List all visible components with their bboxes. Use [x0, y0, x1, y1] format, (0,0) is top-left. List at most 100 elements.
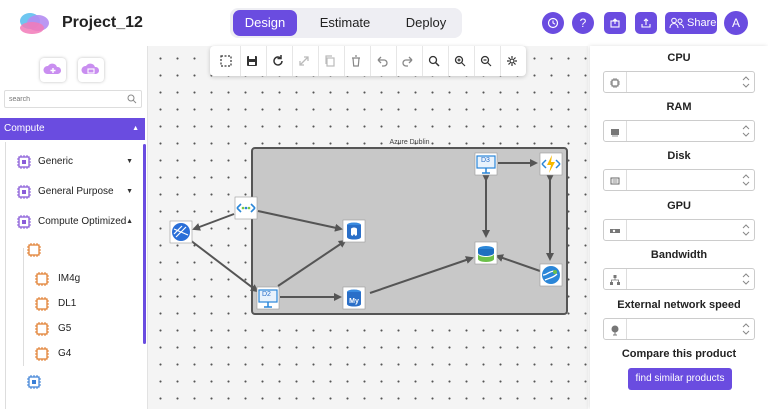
- vm-node-d2-icon[interactable]: [256, 286, 280, 310]
- disk-input[interactable]: [630, 172, 730, 188]
- orange-chip-icon: [35, 297, 49, 311]
- ram-input[interactable]: [630, 123, 730, 139]
- export-icon: [641, 18, 651, 28]
- specs-panel: CPU RAM Disk GPU Bandwidth External netw…: [590, 46, 768, 409]
- toolbar-divider: [474, 46, 475, 76]
- zoom-out-icon[interactable]: [476, 51, 496, 71]
- save-icon[interactable]: [242, 51, 262, 71]
- storage-node-icon[interactable]: [474, 241, 498, 265]
- tab-estimate[interactable]: Estimate: [319, 15, 371, 30]
- orange-chip-icon: [27, 243, 41, 257]
- gpu-input[interactable]: [630, 222, 730, 238]
- toolbar-divider: [370, 46, 371, 76]
- field-divider: [626, 170, 627, 190]
- load-balancer-icon[interactable]: [234, 196, 258, 220]
- mysql-node-icon[interactable]: My: [342, 286, 366, 310]
- toolbar-divider: [448, 46, 449, 76]
- select-icon[interactable]: [216, 51, 236, 71]
- search-box: [4, 90, 142, 108]
- avatar[interactable]: A: [724, 11, 748, 35]
- sidebar-sub-item-im4g[interactable]: IM4g: [34, 269, 134, 289]
- toolbar-divider: [318, 46, 319, 76]
- function-node-icon[interactable]: [539, 152, 563, 176]
- sidebar-item-generic[interactable]: Generic ▼: [16, 152, 141, 172]
- cloud-deploy-button[interactable]: [604, 12, 626, 34]
- sidebar-item-compute-optimized[interactable]: Compute Optimized ▲: [16, 212, 141, 232]
- stepper-icon[interactable]: [742, 75, 750, 89]
- add-cloud-button[interactable]: [40, 58, 66, 82]
- spec-label-external-network-speed: External network speed: [617, 299, 741, 311]
- category-compute[interactable]: Compute ▲: [0, 118, 145, 140]
- stepper-icon[interactable]: [742, 173, 750, 187]
- bandwidth-input[interactable]: [630, 271, 730, 287]
- cloud-basket-button[interactable]: [78, 58, 104, 82]
- delete-icon[interactable]: [346, 51, 366, 71]
- search-icon[interactable]: [127, 94, 137, 104]
- sidebar-sub-item-unlabeled[interactable]: [26, 240, 126, 260]
- disk-icon: [610, 177, 620, 185]
- sidebar-sub-item-label: G4: [58, 348, 72, 359]
- canvas-toolbar: [210, 46, 526, 76]
- globe-node-icon[interactable]: [169, 220, 193, 244]
- search-input[interactable]: [9, 93, 119, 106]
- expand-icon[interactable]: [294, 51, 314, 71]
- toolbar-divider: [240, 46, 241, 76]
- sidebar-item-general-purpose[interactable]: General Purpose ▼: [16, 182, 141, 202]
- history-icon: [547, 17, 559, 29]
- cpu-field-wrap: [603, 71, 755, 93]
- find-similar-button[interactable]: find similar products: [628, 368, 732, 390]
- refresh-icon[interactable]: [268, 51, 288, 71]
- history-button[interactable]: [542, 12, 564, 34]
- gpu-field-wrap: [603, 219, 755, 241]
- help-icon: ?: [579, 16, 587, 30]
- sidebar-item-next-category[interactable]: [26, 372, 126, 392]
- globe-icon: [611, 325, 619, 336]
- zoom-in-icon[interactable]: [450, 51, 470, 71]
- redo-icon[interactable]: [398, 51, 418, 71]
- cloud-deploy-icon: [610, 18, 620, 28]
- share-button[interactable]: Share: [665, 12, 717, 34]
- toolbar-divider: [422, 46, 423, 76]
- tab-design[interactable]: Design: [233, 10, 297, 36]
- app-logo-icon: [20, 13, 49, 34]
- sidebar-sub-item-dl1[interactable]: DL1: [34, 294, 134, 314]
- export-button[interactable]: [635, 12, 657, 34]
- spec-label-ram: RAM: [666, 101, 692, 113]
- settings-icon[interactable]: [502, 51, 522, 71]
- disk-field-wrap: [603, 169, 755, 191]
- cpu-input[interactable]: [630, 74, 730, 90]
- cdn-globe-node-icon[interactable]: [539, 263, 563, 287]
- region-azure-dublin[interactable]: Azure Dublin: [251, 139, 568, 315]
- top-bar: Project_12 Design Estimate Deploy ? Shar…: [0, 0, 768, 46]
- undo-icon[interactable]: [372, 51, 392, 71]
- ram-field-wrap: [603, 120, 755, 142]
- zoom-fit-icon[interactable]: [424, 51, 444, 71]
- stepper-icon[interactable]: [742, 272, 750, 286]
- node-label-d3: D3: [481, 157, 490, 164]
- spec-label-cpu: CPU: [667, 52, 691, 64]
- tab-deploy[interactable]: Deploy: [405, 15, 447, 30]
- component-sidebar: Compute ▲ Generic ▼ General Purpose ▼ Co…: [0, 46, 148, 409]
- stepper-icon[interactable]: [742, 124, 750, 138]
- spec-label-disk: Disk: [667, 150, 691, 162]
- sidebar-sub-item-g4[interactable]: G4: [34, 344, 134, 364]
- toolbar-divider: [344, 46, 345, 76]
- cloud-add-icon: [43, 63, 62, 74]
- sidebar-sub-item-g5[interactable]: G5: [34, 319, 134, 339]
- category-compute-label: Compute: [4, 123, 45, 134]
- vm-node-d3-icon[interactable]: [474, 152, 498, 176]
- database-node-icon[interactable]: [342, 219, 366, 243]
- caret-down-icon: ▼: [126, 158, 133, 165]
- sidebar-scrollbar[interactable]: [143, 144, 146, 344]
- network-speed-input[interactable]: [630, 321, 730, 337]
- ram-icon: [611, 129, 619, 137]
- orange-chip-icon: [35, 272, 49, 286]
- share-label: Share: [687, 17, 717, 29]
- stepper-icon[interactable]: [742, 322, 750, 336]
- stepper-icon[interactable]: [742, 223, 750, 237]
- help-button[interactable]: ?: [572, 12, 594, 34]
- sidebar-item-label: Generic: [38, 156, 74, 167]
- field-divider: [626, 121, 627, 141]
- tree-guide: [5, 142, 6, 409]
- copy-icon[interactable]: [320, 51, 340, 71]
